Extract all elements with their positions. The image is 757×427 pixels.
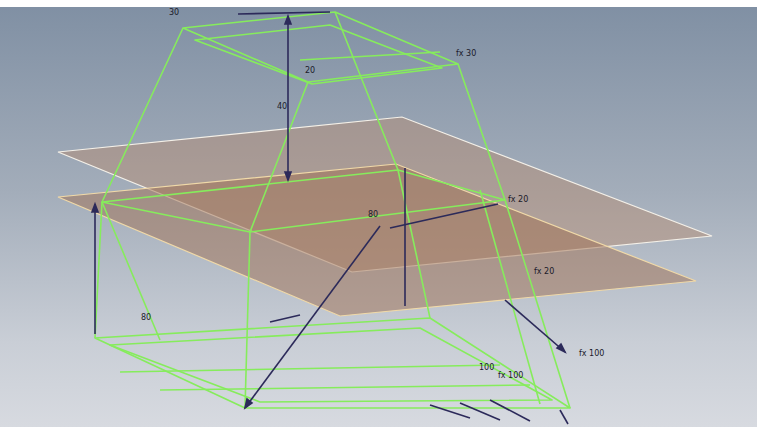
- dimension-label: 80: [367, 210, 379, 220]
- dimension-label: fx 20: [507, 195, 529, 205]
- dimension-label: fx 100: [578, 349, 605, 359]
- dimension-label: fx 30: [455, 49, 477, 59]
- dimension-label: 40: [276, 102, 288, 112]
- window-edge: [0, 0, 757, 7]
- dimension-label: fx 100: [497, 371, 524, 381]
- dimension-label: 80: [140, 313, 152, 323]
- dimension-label: fx 20: [533, 267, 555, 277]
- dimension-label: 30: [168, 8, 180, 18]
- dimension-label: 20: [304, 66, 316, 76]
- dimension-label: 100: [478, 363, 495, 373]
